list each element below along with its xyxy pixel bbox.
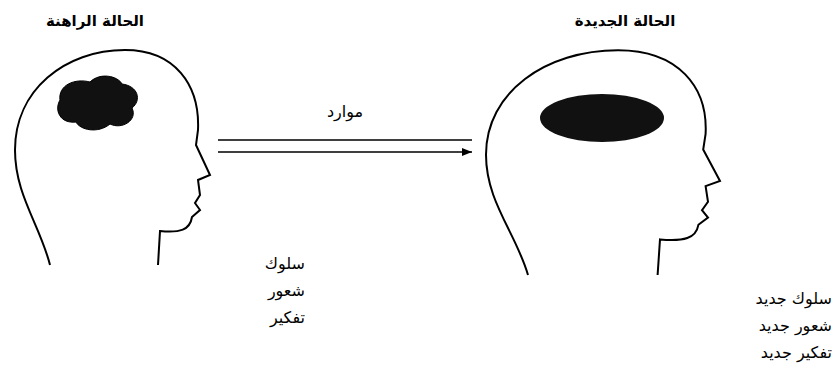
attribute-item: سلوك جديد — [756, 285, 832, 312]
attribute-item: تفكير جديد — [761, 339, 832, 366]
double-arrow — [218, 140, 472, 152]
state-title: الحالة الراهنة — [46, 8, 144, 35]
dark-blob — [58, 76, 138, 130]
attribute-item: سلوك — [265, 250, 305, 277]
attribute-item: شعور — [268, 277, 305, 304]
head-silhouette — [15, 50, 210, 265]
head-figure: الحالة الجديدةسلوك جديدشعور جديدتفكير جد… — [480, 45, 720, 275]
arrow-label: موارد — [324, 98, 366, 125]
head-silhouette — [486, 50, 720, 275]
state-title: الحالة الجديدة — [575, 8, 676, 35]
state-title-holder: الحالة الجديدة — [575, 8, 676, 35]
head-outline — [480, 45, 720, 275]
attribute-item: تفكير — [270, 304, 305, 331]
head-figure: الحالة الراهنةسلوكشعورتفكير — [10, 45, 210, 265]
attribute-list: سلوكشعورتفكير — [265, 250, 305, 331]
dark-ellipse — [540, 94, 664, 142]
head-outline — [10, 45, 210, 265]
state-title-holder: الحالة الراهنة — [46, 8, 144, 35]
arrow-label-holder: موارد — [324, 98, 366, 125]
attribute-item: شعور جديد — [759, 312, 832, 339]
attribute-list: سلوك جديدشعور جديدتفكير جديد — [756, 285, 832, 366]
